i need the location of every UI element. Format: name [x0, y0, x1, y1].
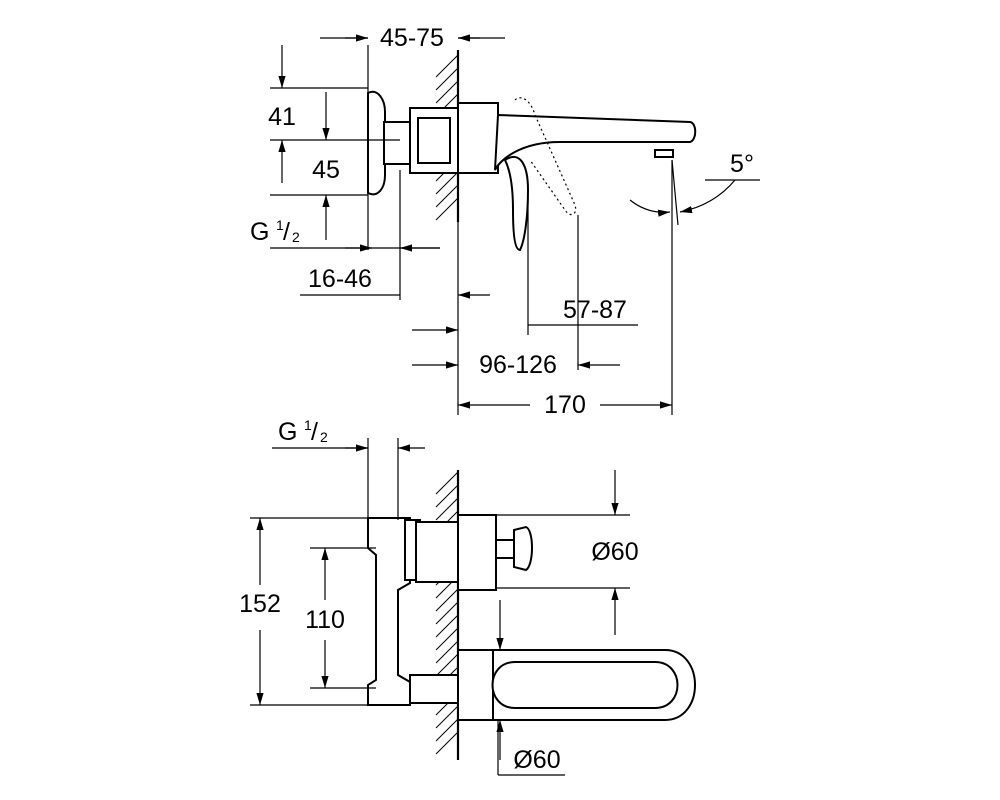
dim-45-75: 45-75 — [380, 24, 444, 52]
wall-hatch-line — [435, 640, 459, 664]
lower-pipe — [409, 674, 459, 704]
svg-text:/: / — [283, 218, 290, 246]
lever-swing — [514, 97, 577, 216]
handle-flange — [367, 90, 386, 196]
svg-text:G: G — [250, 218, 269, 246]
spout — [494, 113, 697, 171]
wall-hatch-line — [435, 80, 459, 104]
front-view: G 1 / 2 152 110 Ø60 Ø60 — [239, 417, 696, 776]
dim-diameter-lower: Ø60 — [513, 746, 560, 774]
wall-hatch-line — [435, 627, 459, 651]
svg-text:1: 1 — [276, 217, 284, 233]
upper-body — [415, 521, 459, 583]
spout-opening — [491, 661, 679, 709]
lower-plate — [457, 649, 494, 721]
wall-hatch-line — [435, 471, 459, 495]
wall-hatch-line — [435, 705, 459, 729]
lever — [503, 155, 530, 252]
spout-plate — [457, 102, 499, 174]
dim-170: 170 — [544, 391, 586, 419]
side-view: 45-75 41 45 G 1 / 2 16-46 57-87 96-126 1… — [250, 24, 760, 419]
wall-hatch-line — [435, 497, 459, 521]
mixer-inner — [417, 117, 451, 164]
wall-hatch-line — [435, 484, 459, 508]
wall-hatch-line — [435, 601, 459, 625]
svg-text:1: 1 — [304, 417, 312, 433]
wall-front — [435, 470, 460, 760]
dim-45: 45 — [312, 156, 340, 184]
handle-body — [383, 121, 413, 165]
wall-hatch-line — [435, 588, 459, 612]
wall-hatch-line — [435, 54, 459, 78]
handle-knob — [513, 525, 533, 572]
svg-text:/: / — [311, 418, 318, 446]
dim-110: 110 — [305, 606, 345, 634]
wall-hatch-line — [435, 653, 459, 677]
dim-16-46: 16-46 — [308, 265, 372, 293]
thread-label-side: G 1 / 2 — [250, 217, 300, 246]
handle-stem — [495, 539, 515, 559]
wall-hatch-line — [435, 171, 459, 195]
svg-text:2: 2 — [320, 429, 328, 445]
wall-hatch-line — [435, 67, 459, 91]
connection-body — [367, 517, 411, 706]
wall-hatch-line — [435, 197, 459, 221]
wall-hatch-line — [435, 184, 459, 208]
wall-hatch-line — [435, 718, 459, 742]
dim-96-126: 96-126 — [479, 351, 557, 379]
svg-text:2: 2 — [292, 229, 300, 245]
thread-label-front: G 1 / 2 — [278, 417, 328, 446]
dim-5-degree: 5° — [730, 150, 754, 178]
dim-152: 152 — [239, 590, 281, 618]
dim-41: 41 — [268, 103, 296, 131]
aerator — [654, 149, 674, 158]
wall-hatch-line — [435, 614, 459, 638]
dim-diameter-upper: Ø60 — [591, 538, 638, 566]
wall-hatch-line — [435, 731, 459, 755]
svg-text:G: G — [278, 418, 297, 446]
dim-57-87: 57-87 — [563, 296, 627, 324]
upper-plate — [457, 514, 497, 591]
